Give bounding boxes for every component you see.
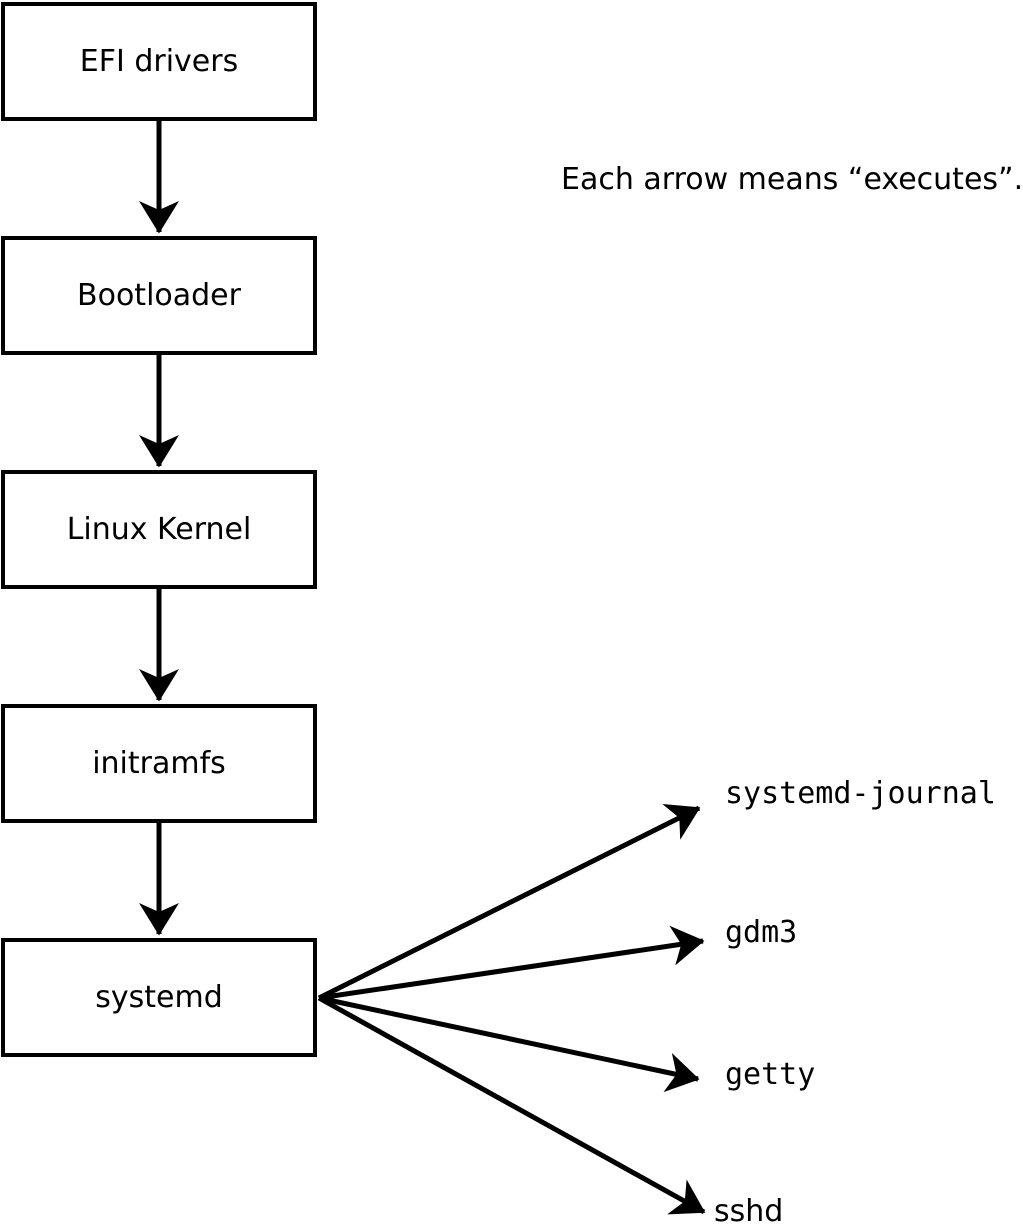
node-systemd: systemd: [1, 938, 317, 1057]
legend-note: Each arrow means “executes”.: [561, 162, 1023, 197]
node-linux-kernel-label: Linux Kernel: [66, 511, 252, 547]
label-sshd: sshd: [714, 1194, 784, 1229]
arrow-systemd-to-sshd: [317, 995, 706, 1215]
node-initramfs-label: initramfs: [92, 745, 226, 781]
label-gdm3: gdm3: [725, 915, 798, 950]
arrow-systemd-to-systemd-journal: [317, 803, 701, 1001]
arrow-systemd-to-gdm3: [318, 925, 705, 1001]
node-linux-kernel: Linux Kernel: [1, 470, 317, 589]
node-bootloader-label: Bootloader: [77, 277, 241, 313]
node-initramfs: initramfs: [1, 704, 317, 823]
node-efi-drivers-label: EFI drivers: [79, 43, 239, 79]
label-systemd-journal: systemd-journal: [725, 776, 996, 811]
node-bootloader: Bootloader: [1, 236, 317, 355]
arrow-systemd-to-getty: [318, 995, 700, 1093]
node-systemd-label: systemd: [95, 979, 223, 1015]
node-efi-drivers: EFI drivers: [1, 2, 317, 121]
label-getty: getty: [725, 1057, 816, 1092]
